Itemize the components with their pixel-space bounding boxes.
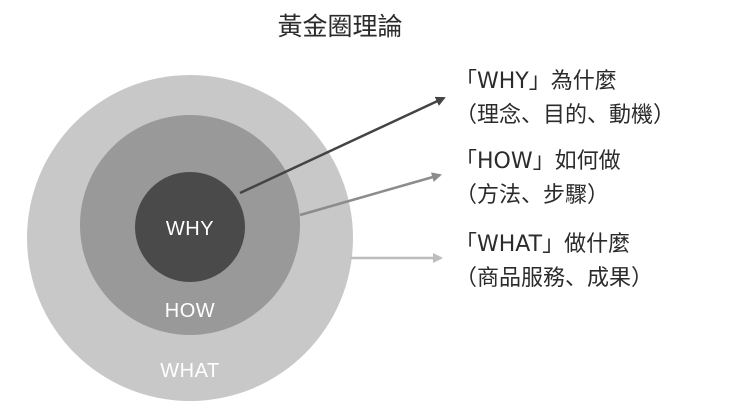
why-label: WHY — [166, 218, 214, 240]
diagram-title: 黃金圈理論 — [277, 12, 402, 41]
how-detail: （方法、步驟） — [455, 183, 609, 208]
how-label: HOW — [165, 300, 215, 322]
what-heading: 「WHAT」做什麼 — [455, 232, 630, 257]
why-heading: 「WHY」為什麼 — [455, 69, 617, 94]
how-arrow — [299, 172, 442, 217]
how-heading: 「HOW」如何做 — [455, 149, 621, 174]
why-circle — [135, 172, 245, 282]
why-arrow — [239, 96, 446, 195]
what-detail: （商品服務、成果） — [455, 266, 653, 291]
why-detail: （理念、目的、動機） — [455, 103, 675, 128]
what-label: WHAT — [160, 360, 219, 382]
